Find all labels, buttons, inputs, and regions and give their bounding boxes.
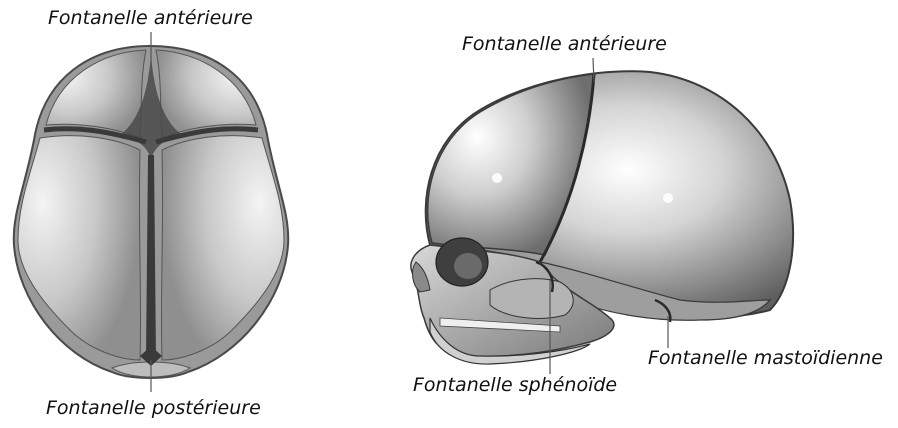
label-top-posterior-fontanelle: Fontanelle postérieure xyxy=(46,399,261,418)
parietal-eminence-highlight xyxy=(663,193,673,203)
top-view-skull xyxy=(14,32,288,392)
label-side-sphenoid-fontanelle: Fontanelle sphénoïde xyxy=(413,376,617,395)
label-side-mastoid-fontanelle: Fontanelle mastoïdienne xyxy=(648,349,883,368)
frontal-eminence-highlight xyxy=(492,173,502,183)
side-orbit-inner xyxy=(454,253,482,279)
side-zygomatic xyxy=(490,279,573,319)
label-side-anterior-fontanelle: Fontanelle antérieure xyxy=(462,35,667,54)
label-top-anterior-fontanelle: Fontanelle antérieure xyxy=(48,9,253,28)
left-parietal-bone xyxy=(18,136,141,360)
side-view-skull xyxy=(411,58,793,374)
right-parietal-bone xyxy=(161,136,284,360)
